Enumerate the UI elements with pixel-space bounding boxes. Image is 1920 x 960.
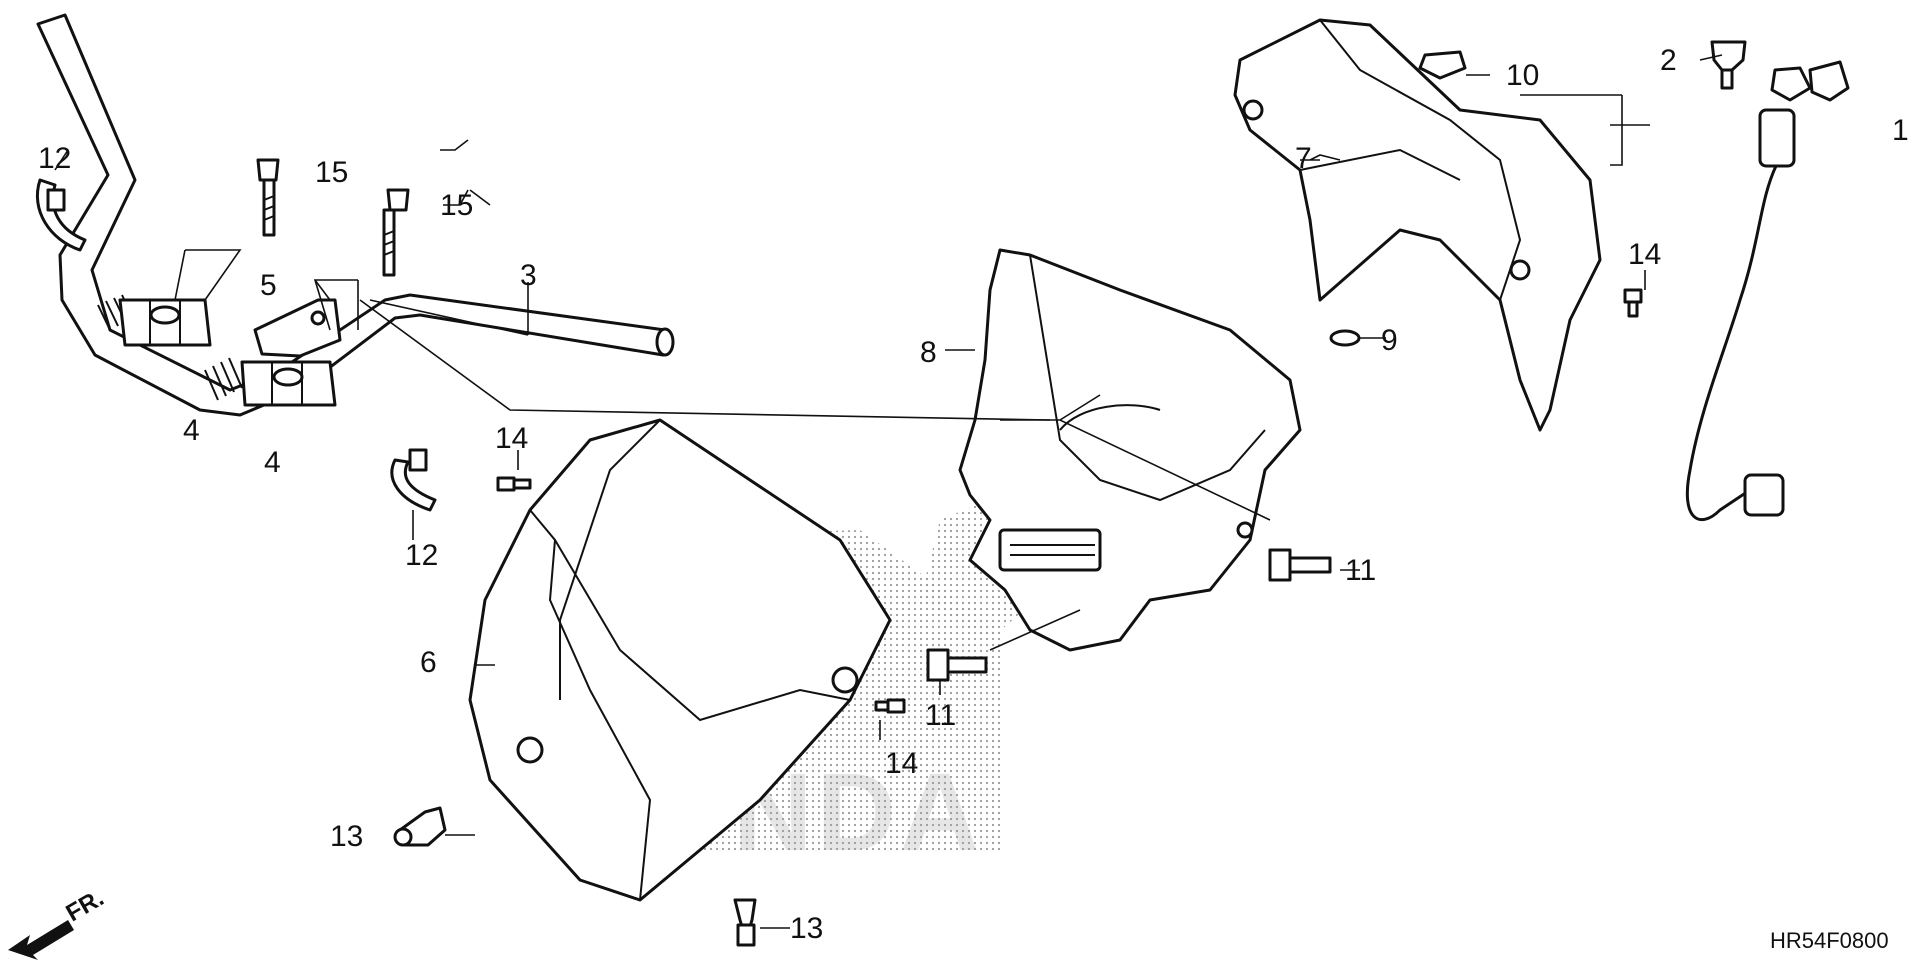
- label-3: 3: [520, 259, 537, 292]
- headlight-case[interactable]: [920, 248, 1302, 652]
- switch-part-2[interactable]: [1710, 40, 1747, 90]
- part-labels: 1 2 3 4 4 5 6 7 8 9 10 11 11 12 12 13 13…: [38, 44, 1909, 945]
- handlebar-holder-right[interactable]: [240, 360, 337, 407]
- diagram-code: HR54F0800: [1770, 928, 1889, 953]
- label-8: 8: [920, 336, 937, 369]
- label-12b: 12: [405, 539, 438, 572]
- label-13a: 13: [330, 820, 363, 853]
- screw-14-b[interactable]: [1623, 288, 1643, 318]
- screw-14-c[interactable]: [874, 698, 906, 714]
- band-clip-right[interactable]: [390, 448, 437, 512]
- label-12a: 12: [38, 142, 71, 175]
- handlebar-grip-ribs: [97, 294, 243, 401]
- ignition-switch-assembly[interactable]: [1685, 60, 1850, 521]
- label-4a: 4: [183, 414, 200, 447]
- bolt-11-b[interactable]: [926, 648, 988, 682]
- label-15a: 15: [315, 156, 348, 189]
- handlebar[interactable]: [36, 13, 675, 417]
- bolt-11-a[interactable]: [1268, 548, 1332, 582]
- grommet-9[interactable]: [1329, 329, 1361, 347]
- label-5: 5: [260, 269, 277, 302]
- label-15b: 15: [440, 189, 473, 222]
- label-9: 9: [1381, 324, 1398, 357]
- front-direction-arrow: FR.: [8, 884, 108, 960]
- clip-10[interactable]: [1418, 50, 1467, 80]
- label-14b: 14: [1628, 238, 1661, 271]
- label-11a: 11: [1345, 554, 1376, 587]
- flange-bolt-right[interactable]: [382, 188, 410, 277]
- band-clip-left[interactable]: [35, 178, 87, 252]
- flange-bolt-left[interactable]: [256, 158, 280, 237]
- label-14a: 14: [495, 422, 528, 455]
- label-1: 1: [1892, 114, 1909, 147]
- leader-lines: [54, 54, 1723, 929]
- clip-13-b[interactable]: [733, 898, 757, 947]
- screw-14-a[interactable]: [496, 476, 532, 492]
- arrow-icon: [8, 920, 74, 960]
- label-11b: 11: [925, 699, 956, 732]
- label-4b: 4: [264, 446, 281, 479]
- front-direction-label: FR.: [62, 884, 109, 927]
- label-2: 2: [1660, 44, 1677, 77]
- label-6: 6: [420, 646, 437, 679]
- label-10: 10: [1506, 59, 1539, 92]
- label-14c: 14: [885, 747, 918, 780]
- clip-13-a[interactable]: [393, 806, 447, 847]
- label-13b: 13: [790, 912, 823, 945]
- bracket[interactable]: [253, 298, 342, 358]
- label-7: 7: [1295, 142, 1312, 175]
- front-cowl[interactable]: [468, 418, 1000, 902]
- meter-cover[interactable]: [1233, 18, 1602, 432]
- handlebar-holder-left[interactable]: [118, 298, 212, 347]
